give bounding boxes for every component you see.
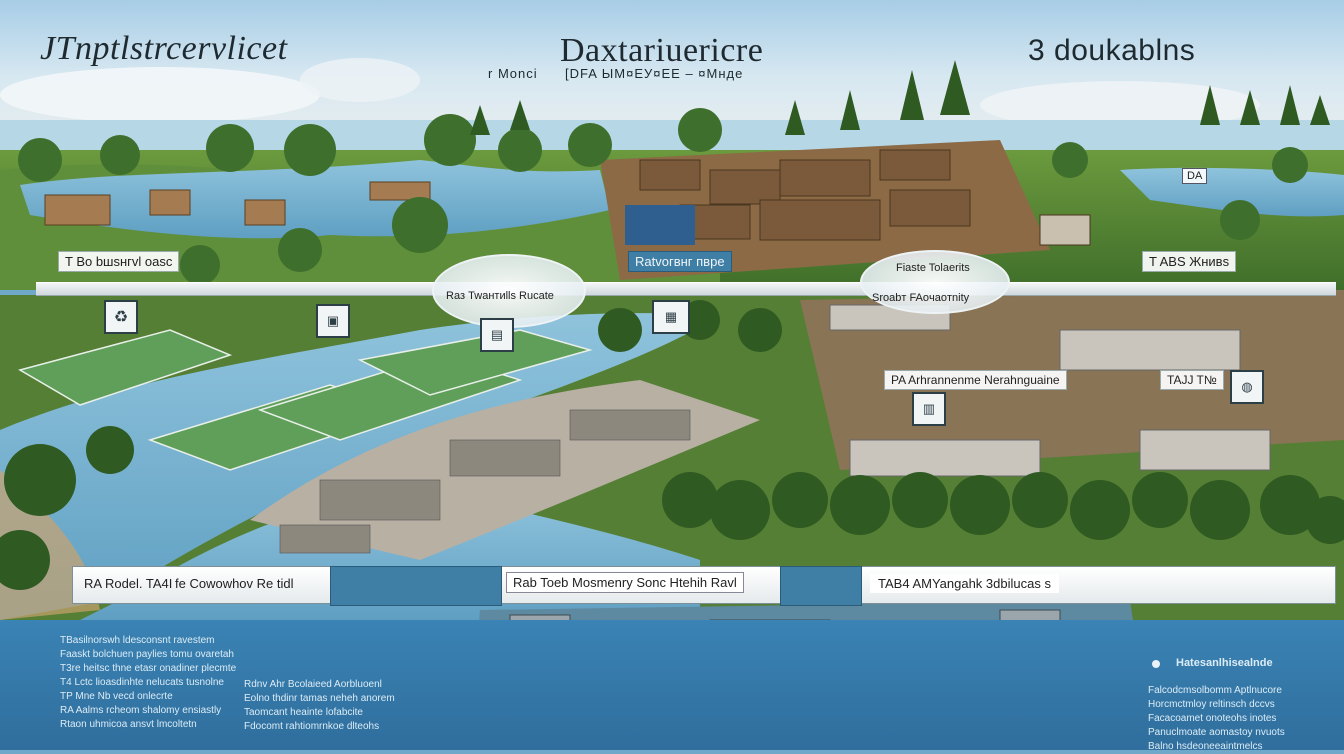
divider-band	[36, 282, 1336, 296]
panel-right-heading: Hatesanlhisealnde	[1176, 657, 1273, 669]
recycle-icon: ♻	[104, 300, 138, 334]
sensor-icon: ▤	[480, 318, 514, 352]
subtitle-left: r Monci	[488, 66, 538, 81]
title-right: 3 doukablns	[1028, 34, 1196, 67]
title-left: JTnptlstrcervlicet	[40, 30, 288, 67]
oval-right-bottom-text: Sroabт FAoчaoтnity	[872, 292, 970, 304]
banner-chip-right	[780, 566, 862, 606]
label-upper-right: T ABS Жнивs	[1142, 251, 1237, 272]
banner-chip-left	[330, 566, 502, 606]
panel-column-2: Rdnv Ahr Bcolaieed Aorbluoenl Eolno thdi…	[244, 679, 395, 732]
oval-right-top-text: Fiaste Tolaerits	[896, 262, 970, 274]
banner-segment-2: Rab Toeb Mosmenry Sonc Htehih Ravl	[506, 572, 744, 593]
label-upper-left: T Bo bшsнгvl oasc	[58, 251, 180, 272]
label-mid-right: TAJJ T№	[1160, 370, 1224, 390]
sign-top-right: DA	[1182, 168, 1208, 184]
callout-oval-right	[860, 250, 1010, 314]
panel-right-text: Falcodcmsolbomm Aptlnucore Horcmctmloy r…	[1148, 685, 1285, 752]
info-panel	[0, 620, 1344, 750]
banner-segment-1: RA Rodel. TA4I fe Cowowhov Re tidl	[84, 576, 294, 591]
banner-segment-3: TAB4 AMYangahk 3dbilucas s	[870, 574, 1059, 593]
bullet-icon	[1152, 660, 1160, 668]
screen-icon: ▦	[652, 300, 690, 334]
oval-left-text: Raз Twaнтиlls Rucate	[446, 290, 554, 302]
subtitle-center: [DFA ЫМ¤ЕУ¤ЕЕ – ¤Мнде	[565, 66, 744, 81]
panel-column-1: TBasilnorswh ldesconsnt ravestem Faaskt …	[60, 635, 237, 730]
control-icon: ▥	[912, 392, 946, 426]
label-center-chip: Ratvoгвнг пвре	[628, 251, 732, 272]
title-center: Daxtariuericre	[560, 32, 764, 69]
monitor-icon: ▣	[316, 304, 350, 338]
label-mid-center: PA Arhrannenme Nerahnguaine	[884, 370, 1067, 390]
gauge-icon: ◍	[1230, 370, 1264, 404]
